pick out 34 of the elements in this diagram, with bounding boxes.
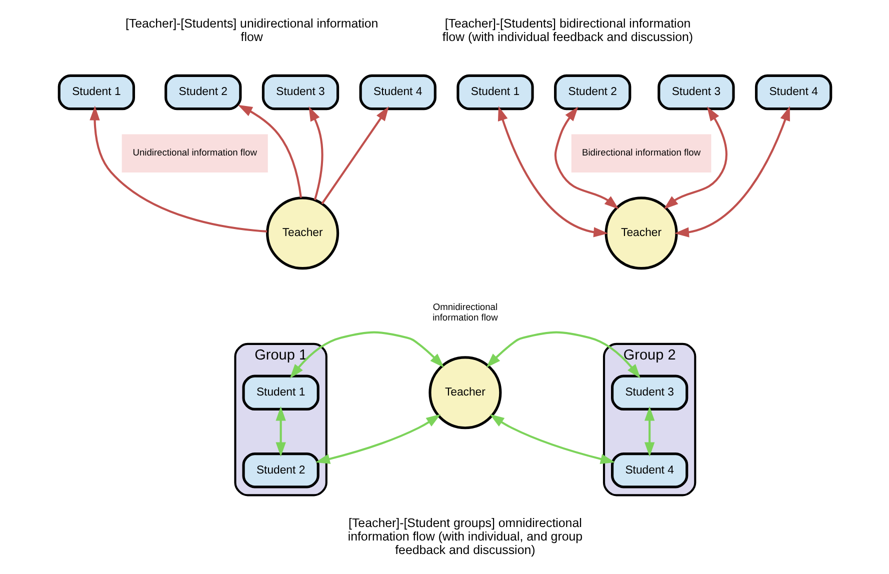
arrow (237, 104, 302, 198)
node-box: Student 3 (261, 74, 339, 110)
node-box: Student 2 (554, 74, 631, 110)
node-box: Student 4 (754, 74, 832, 110)
arrow (644, 406, 654, 457)
arrow (663, 106, 727, 210)
node-box: Student 3 (657, 74, 734, 110)
label: [Teacher]-[Student groups] omnidirectional information flow (with individual, and group feedback and discussion) (347, 516, 582, 557)
node-box: Student 1 (57, 74, 135, 110)
label: Bidirectional information flow (582, 148, 700, 158)
arrow (674, 106, 790, 238)
arrow (489, 414, 615, 464)
node-box: Student 1 (242, 374, 319, 411)
label: [Teacher]-[Students] bidirectional information flow (with individual feedback and discussion) (442, 16, 693, 44)
arrow (289, 331, 444, 378)
arrow (275, 406, 286, 457)
label: Unidirectional information flow (132, 148, 256, 158)
arrow (314, 414, 440, 464)
arrow (554, 106, 618, 210)
node-box: Student 4 (358, 74, 436, 110)
node-circle: Teacher (266, 196, 339, 270)
arrow (320, 106, 388, 204)
arrow (497, 106, 608, 238)
node-box: Student 2 (164, 74, 242, 110)
arrow (89, 106, 267, 232)
node-circle: Teacher (428, 356, 502, 430)
arrow (486, 331, 640, 378)
label: [Teacher]-[Students] unidirectional information flow (124, 16, 378, 44)
node-box: Student 3 (610, 374, 688, 411)
arrow (308, 106, 323, 200)
node-box: Student 4 (610, 452, 688, 488)
label: Omnidirectional information flow (432, 302, 498, 322)
node-box: Student 1 (456, 74, 534, 110)
node-box: Student 2 (242, 452, 319, 488)
